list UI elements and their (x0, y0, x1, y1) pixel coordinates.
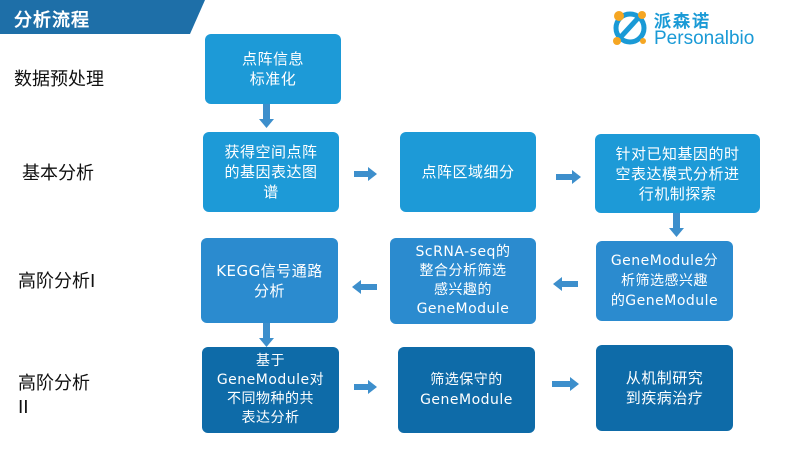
box-normalize: 点阵信息 标准化 (205, 34, 341, 104)
box-known-genes-label: 针对已知基因的时 空表达模式分析进 行机制探索 (615, 144, 740, 203)
page-title: 分析流程 (14, 10, 90, 31)
arrow-left-2 (553, 277, 578, 291)
company-logo: 派森诺 Personalbio (608, 4, 798, 54)
box-subdivide: 点阵区域细分 (400, 132, 536, 212)
row-label-advanced-2: 高阶分析 II (18, 373, 90, 418)
arrow-right-3 (354, 380, 377, 394)
box-genemodule: GeneModule分 析筛选感兴趣 的GeneModule (596, 241, 733, 321)
arrow-down-known-genes (669, 213, 684, 237)
logo-mark-icon (613, 11, 647, 45)
box-mechanism-label: 从机制研究 到疾病治疗 (625, 369, 704, 407)
box-coexpression-label: 基于 GeneModule对 不同物种的共 表达分析 (216, 353, 325, 426)
box-normalize-label: 点阵信息 标准化 (241, 50, 304, 88)
box-conserved-label: 筛选保守的 GeneModule (420, 372, 513, 408)
box-scrna-label: ScRNA-seq的 整合分析筛选 感兴趣的 GeneModule (415, 244, 511, 317)
arrow-right-4 (552, 377, 579, 391)
logo-cn-text: 派森诺 (654, 12, 711, 32)
box-kegg: KEGG信号通路 分析 (201, 238, 338, 323)
section-banner: 分析流程 (0, 0, 205, 34)
arrow-down-kegg (259, 323, 274, 347)
arrow-down-normalize (259, 104, 274, 128)
logo-en-text: Personalbio (654, 28, 755, 49)
box-subdivide-label: 点阵区域细分 (421, 163, 515, 181)
box-mechanism: 从机制研究 到疾病治疗 (596, 345, 733, 431)
box-scrna: ScRNA-seq的 整合分析筛选 感兴趣的 GeneModule (390, 238, 536, 324)
row-label-preprocess: 数据预处理 (14, 69, 104, 90)
box-genemodule-label: GeneModule分 析筛选感兴趣 的GeneModule (610, 253, 719, 309)
arrow-right-2 (556, 170, 581, 184)
box-conserved: 筛选保守的 GeneModule (398, 347, 535, 433)
arrow-left-1 (352, 280, 377, 294)
box-known-genes: 针对已知基因的时 空表达模式分析进 行机制探索 (595, 134, 760, 213)
arrow-right-1 (354, 167, 377, 181)
banner-shape (0, 0, 205, 34)
box-spatial-expression: 获得空间点阵 的基因表达图 谱 (203, 132, 339, 212)
row-label-advanced-1: 高阶分析I (18, 271, 96, 292)
box-spatial-expression-label: 获得空间点阵 的基因表达图 谱 (224, 143, 318, 201)
box-kegg-label: KEGG信号通路 分析 (216, 261, 323, 300)
row-label-basic: 基本分析 (22, 163, 94, 184)
box-coexpression: 基于 GeneModule对 不同物种的共 表达分析 (202, 347, 339, 433)
